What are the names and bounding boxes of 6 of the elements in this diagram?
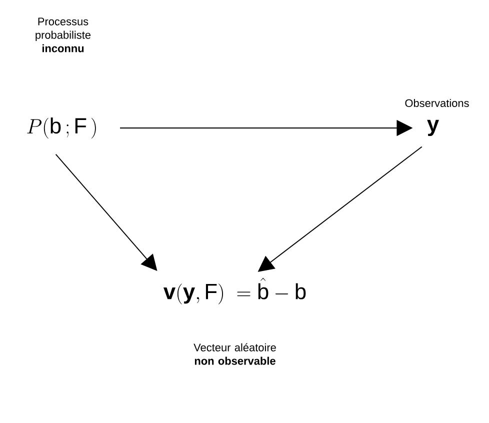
- caption-text: Vecteur aléatoire non observable: [194, 343, 276, 365]
- formula: $\mathbf{y}$: [427, 120, 439, 136]
- caption-text: Processus probabiliste inconnu: [36, 18, 91, 52]
- caption-text: Observations: [405, 98, 469, 108]
- formula: $\mathbf{v}(\mathbf{y},\mathrm{F})\;=\hat{\mathrm{b}}-\mathrm{b}$: [163, 278, 306, 304]
- formula: $P(\mathrm{b}\,;\mathrm{F}\,)$: [27, 117, 96, 139]
